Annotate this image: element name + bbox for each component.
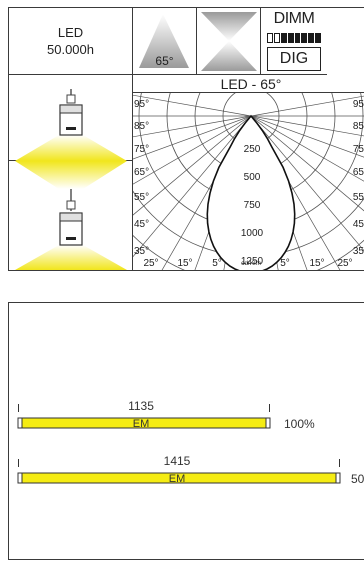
spotlight-up-down-icon [15,161,127,270]
led-label: LED [57,25,84,40]
em-label: EM [169,473,186,485]
angle-label-left: 55° [134,192,149,203]
led-lifetime-cell: LED 50.000h [9,8,133,75]
angle-label-right: 55° [353,192,364,203]
em-length-value: 1135 [128,399,154,413]
em-bar-endcap-right [335,472,341,484]
polar-radial-line [133,115,252,216]
bottom-angle-label: 5° [212,258,222,269]
dimm-label: DIMM [273,10,315,27]
polar-radial-line [133,94,252,117]
polar-diagram-title: LED - 65° [133,75,364,93]
angle-label-right: 85° [353,121,364,132]
intensity-curve [206,114,296,270]
em-percent: 100% [284,417,315,431]
fixture-updown-diagram [9,161,133,270]
bottom-angle-label: 15° [309,258,324,269]
angle-label-left: 35° [134,246,149,257]
angle-label-left: 95° [134,99,149,110]
angle-label-left: 75° [134,144,149,155]
em-bar-endcap-left [17,417,23,429]
dimming-cell: DIMM DIG [261,8,327,75]
beam-angle-cell: 65° [133,8,197,75]
polar-radial-line [133,115,252,138]
angle-label-left: 85° [134,121,149,132]
radial-label: 500 [244,172,261,183]
fixture-downlight-diagram [9,75,133,161]
polar-radial-line [133,115,252,258]
angle-label-left: 65° [134,167,149,178]
polar-radial-line [250,115,364,137]
polar-radial-line [133,115,252,160]
angle-label-right: 75° [353,144,364,155]
dig-label: DIG [267,47,321,71]
polar-radial-line [250,95,364,117]
angle-label-right: 45° [353,219,364,230]
polar-radial-line [250,115,364,212]
angle-label-right: 95° [353,99,364,110]
symmetric-beam-icon [201,12,257,71]
angle-label-right: 65° [353,167,364,178]
luminaire-spec-table: LED 50.000h 65° [8,7,364,271]
polar-curve: 250 500 750 1000 1250 95° 85° 75° 65° 55° 45° 35° 95… [133,93,364,270]
beam-cone-icon [139,14,189,68]
em-bar-endcap-right [265,417,271,429]
polar-radial-line [133,115,252,185]
em-length-value: 1415 [164,454,191,468]
spotlight-down-icon [15,89,127,161]
angle-label-left: 45° [134,219,149,230]
bottom-angle-label: 25° [143,258,158,269]
radial-label: 1250 [241,256,264,267]
bottom-angle-label: 5° [280,258,290,269]
polar-radial-line [250,115,364,182]
polar-radial-line [250,115,364,158]
symmetric-distribution-cell [197,8,261,75]
bottom-angle-label: 15° [177,258,192,269]
dimming-bars-icon [267,33,321,43]
beam-angle-label: 65° [155,54,174,68]
polar-luminous-intensity-diagram: 250 500 750 1000 1250 95° 85° 75° 65° 55° 45° 35° 95… [133,93,364,270]
em-percent: 50% [351,472,364,486]
radial-label: 250 [244,144,261,155]
lifetime-value: 50.000h [47,42,94,57]
em-label: EM [133,418,150,430]
unit-label: cd/Klm [241,260,261,267]
radial-label: 750 [244,200,261,211]
polar-radial-line [250,115,364,252]
radial-label: 1000 [241,228,264,239]
bottom-angle-label: 25° [337,258,352,269]
em-bar-endcap-left [17,472,23,484]
angle-label-right: 35° [353,246,364,257]
